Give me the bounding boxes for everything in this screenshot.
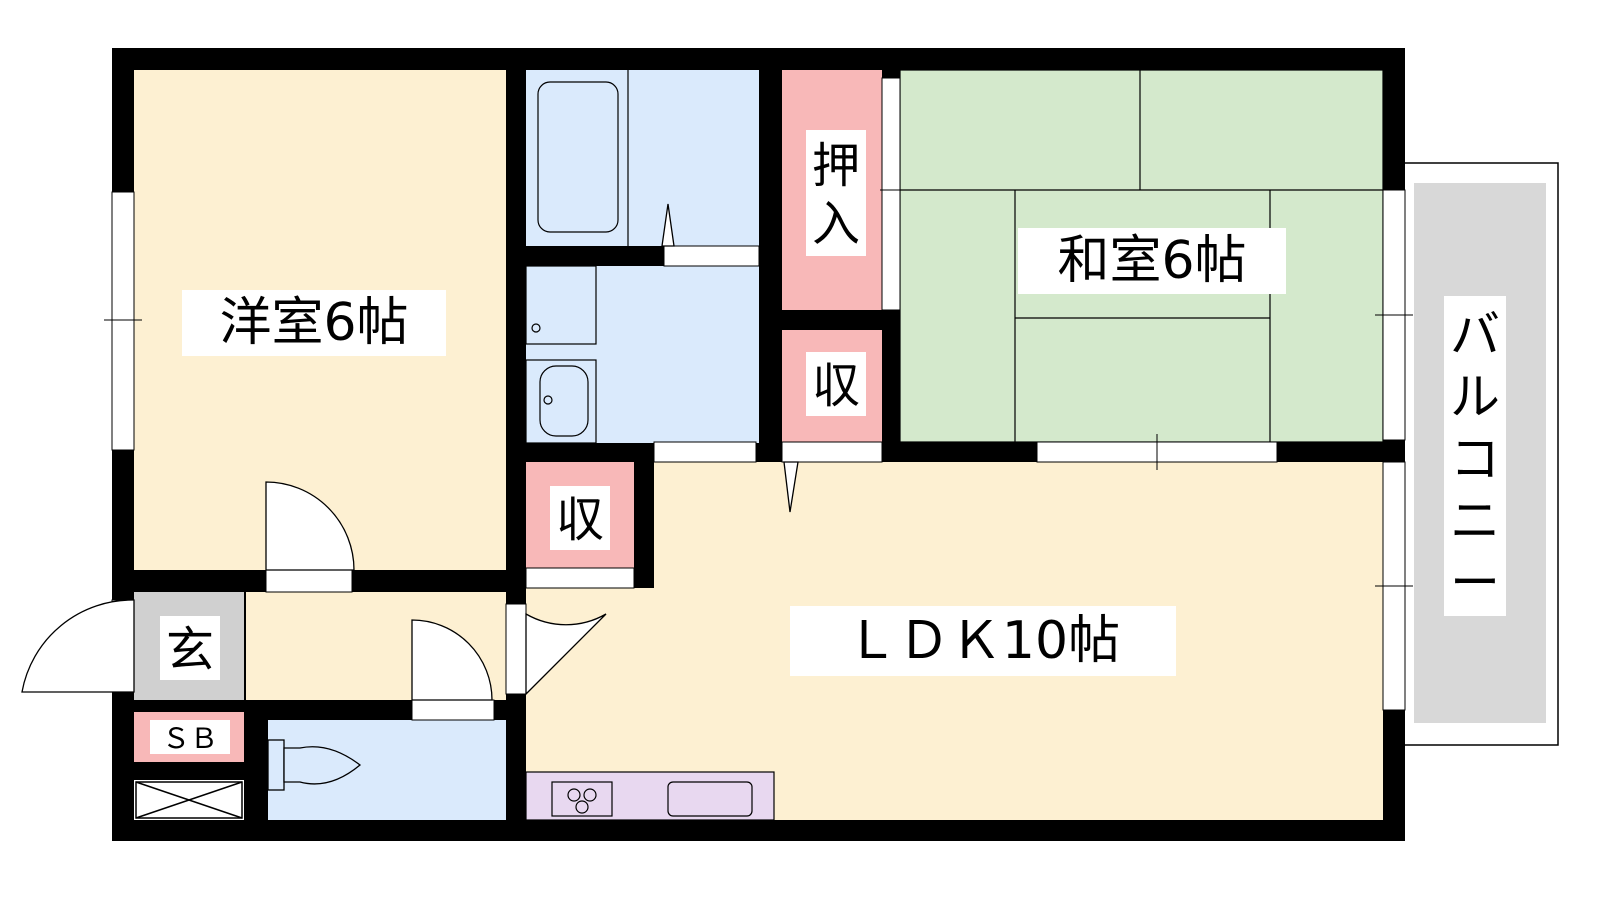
label-ldk: ＬＤＫ10帖 [790,606,1176,676]
label-japanese-room: 和室6帖 [1018,228,1286,294]
japanese-room-label: 和室6帖 [1057,231,1246,291]
label-western-room: 洋室6帖 [182,290,446,356]
label-storage-upper: 収 [806,352,866,416]
oshiire-label-line2: 入 [812,196,860,252]
bathroom [526,70,759,246]
label-balcony: バ ル コ ニ ー [1444,296,1506,616]
label-shoe-box: ＳＢ [150,720,230,755]
window-ticks [104,189,1413,587]
toilet-bowl [267,739,362,791]
washroom [526,266,759,443]
storage-lower-label: 収 [556,492,604,548]
label-entrance: 玄 [160,616,220,680]
balcony-label-char-2: ル [1450,368,1500,426]
kitchen-counter [525,771,775,821]
oshiire-label-line1: 押 [812,138,860,194]
label-oshiire: 押 入 [806,130,866,256]
balcony-label-char-1: バ [1450,306,1500,364]
washbasin [525,265,597,444]
shoe-box-label: ＳＢ [162,722,218,755]
bathtub [537,70,629,246]
balcony [1402,162,1559,746]
storage-upper-label: 収 [812,358,860,414]
balcony-label-char-5: ー [1450,554,1500,612]
label-storage-lower: 収 [550,486,610,550]
entrance-label: 玄 [166,622,214,678]
door-swings [21,203,799,701]
balcony-label-char-3: コ [1450,430,1500,488]
ldk-label: ＬＤＫ10帖 [846,611,1120,671]
meter-box-cross [135,781,243,819]
balcony-label-char-4: ニ [1450,492,1500,550]
western-room-label: 洋室6帖 [219,293,408,353]
